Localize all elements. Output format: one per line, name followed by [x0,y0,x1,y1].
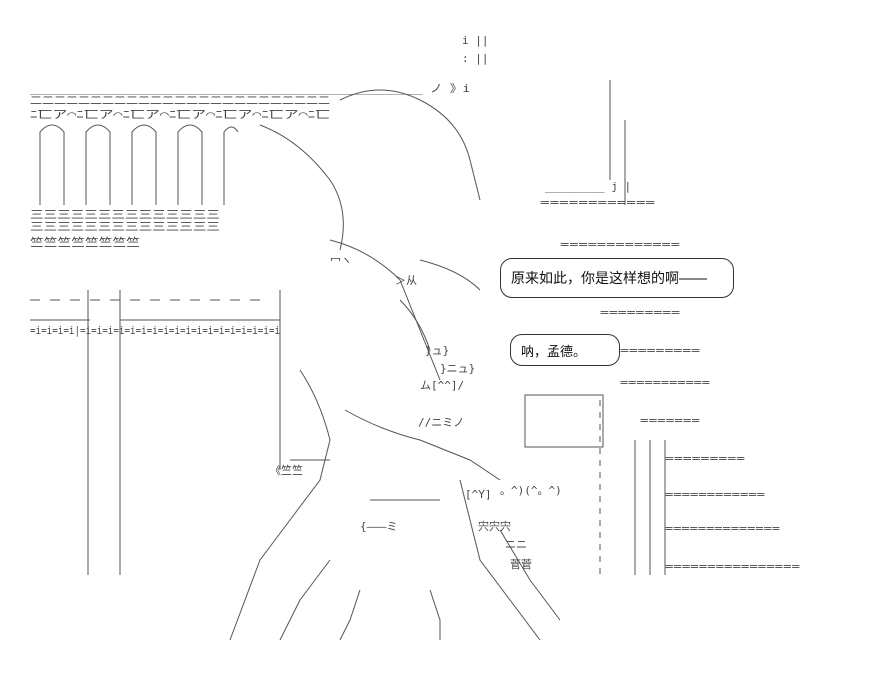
svg-text:竺竺竺竺竺竺竺竺: 竺竺竺竺竺竺竺竺 [30,235,140,249]
svg-text:ム[^^]/: ム[^^]/ [420,379,464,392]
svg-text:=========: ========= [600,306,680,319]
box-outline [524,394,604,448]
svg-text:=======: ======= [640,414,700,427]
svg-text:=========: ========= [665,452,745,465]
roof-eaves: ________________________________________… [30,82,470,337]
speech-bubble-reply: 呐，孟德。 [510,334,620,366]
svg-text:ニニ: ニニ [505,538,527,551]
central-figures [229,89,561,641]
svg-text://ニミノ: //ニミノ [418,416,464,429]
svg-text:＞从: ＞从 [395,274,417,287]
svg-text:================: ================ [665,560,800,573]
svg-text:菅菅: 菅菅 [510,558,532,571]
svg-text:============: ============ [540,196,656,209]
svg-text:=i=i=i=i|=i=i=i=i=i=i=i=i=i=i=: =i=i=i=i|=i=i=i=i=i=i=i=i=i=i=i=i=i=i=i=… [30,324,280,337]
svg-text:: ||: : || [462,52,489,65]
speech-bubble-text-main: 原来如此，你是这样想的啊―― [511,271,707,287]
svg-text:三三三三三三三三三三三三三三: 三三三三三三三三三三三三三三 [30,208,220,221]
svg-text:_________ j |: _________ j | [545,180,631,193]
svg-text:===========: =========== [620,376,710,389]
right-building: i || : || _________ j | ============ ===… [462,34,800,573]
svg-text:==============: ============== [665,522,780,535]
svg-text:冖ヽ: 冖ヽ [330,254,352,267]
arcade-arches [39,124,239,205]
svg-text:。^)(^。^): 。^)(^。^) [500,484,562,497]
svg-text:}ニュ}: }ニュ} [440,362,475,375]
speech-bubble-main: 原来如此，你是这样想的啊―― [500,258,734,298]
speech-bubble-text-reply: 呐，孟德。 [521,344,587,360]
svg-text:二二二二二二二二二二二二二二二二二二二二二二二二二: 二二二二二二二二二二二二二二二二二二二二二二二二二 [30,94,330,107]
svg-text:=========: ========= [620,344,700,357]
svg-text:=============: ============= [560,238,681,251]
svg-text:ﾆ匸ア⌒ﾆ匸ア⌒ﾆ匸ア⌒ﾆ匸ア⌒ﾆ匸ア⌒ﾆ匸ア⌒ﾆ匸: ﾆ匸ア⌒ﾆ匸ア⌒ﾆ匸ア⌒ﾆ匸ア⌒ﾆ匸ア⌒ﾆ匸ア⌒ﾆ匸 [30,108,330,121]
svg-text:宍宍宍: 宍宍宍 [478,519,511,533]
stair-rails [599,80,666,575]
svg-text:{―――ミ: {―――ミ [360,520,398,533]
svg-text:《竺竺: 《竺竺 [270,463,303,477]
svg-text:}ュ}: }ュ} [425,344,449,357]
svg-text:______________________________: ________________________________________… [30,82,470,95]
svg-text:i ||: i || [462,34,489,47]
svg-text:============: ============ [665,488,765,501]
building-posts [30,290,281,575]
svg-text:三三三三三三三三三三三三三三: 三三三三三三三三三三三三三三 [30,220,220,233]
svg-text:[^Y]: [^Y] [465,488,492,501]
figure-details: 冖ヽ ＞从 }ュ} }ニュ} ム[^^]/ //ニミノ 《竺竺 {―――ミ [^… [270,254,562,571]
